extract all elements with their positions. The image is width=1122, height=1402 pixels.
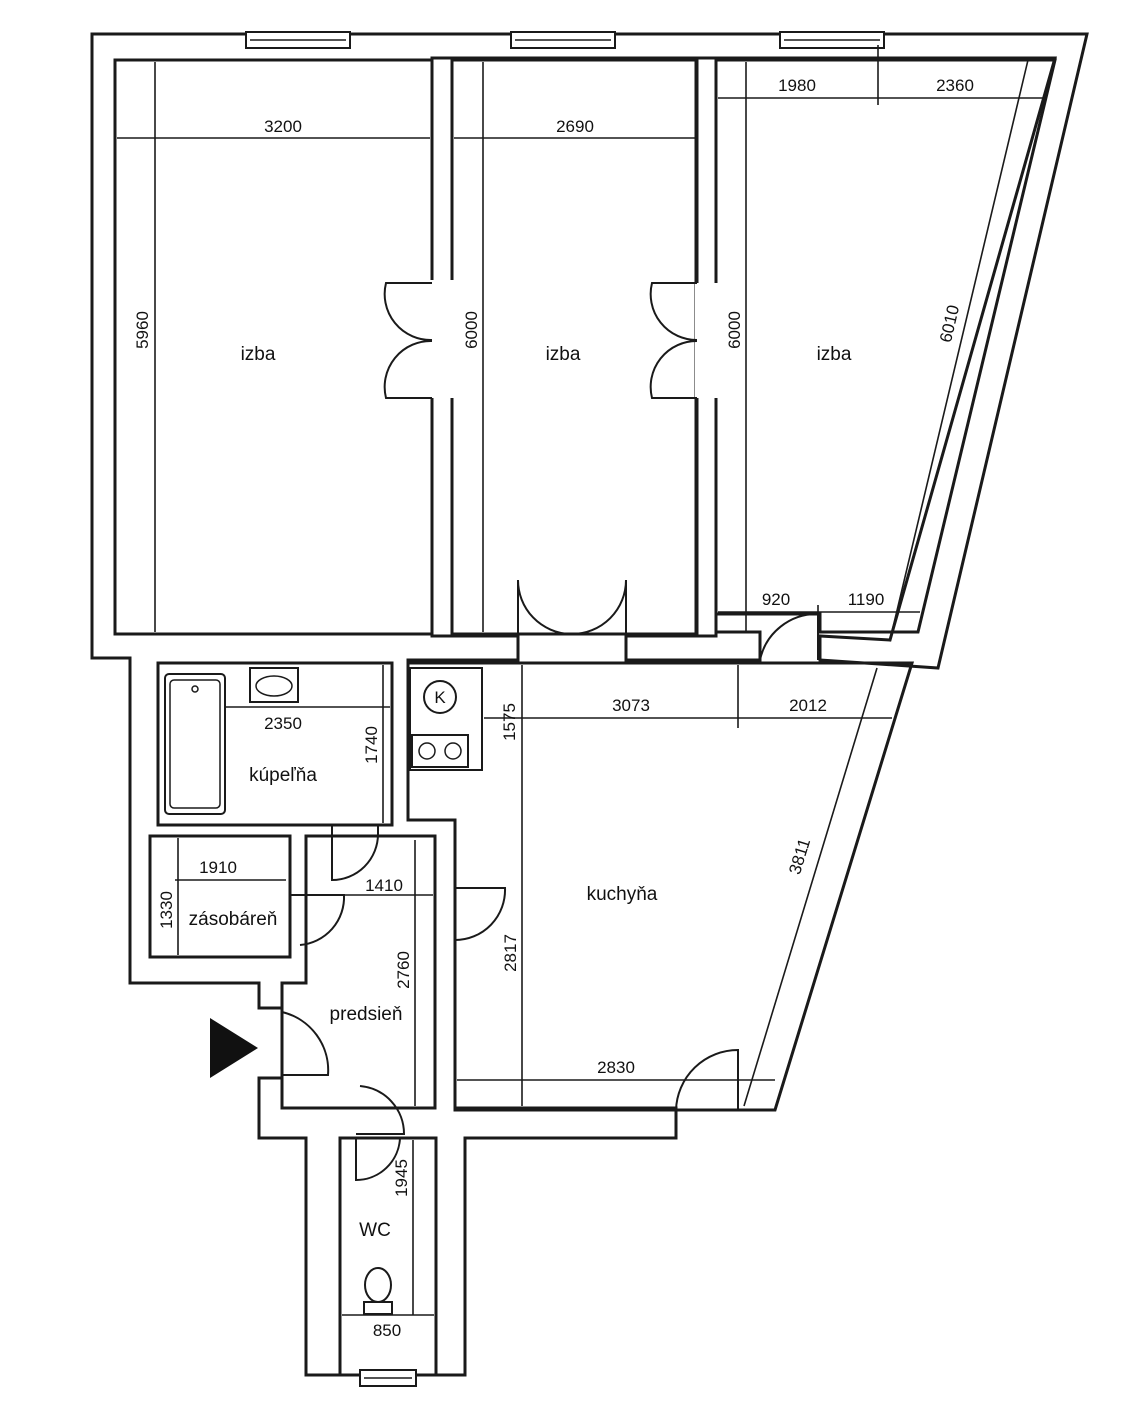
- dim-kuchyna-bottom: 2830: [597, 1058, 635, 1077]
- dim-izba3-height: 6000: [725, 311, 744, 349]
- dim-predsien-height: 2760: [394, 951, 413, 989]
- predsien-outline: [280, 834, 437, 1110]
- dimension-labels: 3200 5960 2690 6000 1980 2360 6000 6010 …: [133, 76, 974, 1340]
- door-kupelna: [331, 825, 379, 882]
- door-wc: [355, 1085, 406, 1182]
- room-label-zasobaren: zásobáreň: [189, 909, 278, 930]
- zasobaren-outline: [148, 834, 292, 959]
- windows: [245, 31, 885, 1387]
- dim-zasobaren-height: 1330: [157, 891, 176, 929]
- walls: [90, 32, 1089, 1377]
- kuchyna-outline: [406, 661, 915, 1112]
- dim-izba3-diagonal: 6010: [936, 303, 963, 344]
- bathtub-icon: [164, 673, 226, 815]
- door-predsien-kuchyna: [454, 887, 507, 941]
- dim-kupelna-width: 2350: [264, 714, 302, 733]
- dim-wc-width: 850: [373, 1321, 401, 1340]
- boiler-icon: [423, 680, 457, 714]
- room-label-izba2: izba: [546, 344, 581, 365]
- toilet-icon: [364, 1267, 392, 1303]
- doors: [281, 280, 819, 1182]
- dim-izba2-height: 6000: [462, 311, 481, 349]
- room-label-predsien: predsieň: [330, 1004, 403, 1025]
- outer-wall-top: [90, 32, 1089, 1377]
- dim-izba1-width: 3200: [264, 117, 302, 136]
- dim-kupelna-height: 1740: [362, 726, 381, 764]
- dim-kuchyna-top-left: 3073: [612, 696, 650, 715]
- door-zasobaren: [290, 894, 346, 946]
- dimension-lines: [117, 45, 1045, 1316]
- room-label-izba1: izba: [241, 344, 276, 365]
- dim-kuchyna-upper-height: 1575: [500, 703, 519, 741]
- room-label-wc: WC: [359, 1220, 391, 1241]
- room-label-kuchyna: kuchyňa: [587, 884, 658, 905]
- dim-zasobaren-width: 1910: [199, 858, 237, 877]
- door-kuchyna-bottom: [675, 1048, 739, 1111]
- door-izba3: [759, 612, 819, 661]
- room-labels: izba izba izba kúpeľňa kuchyňa zásobáreň…: [189, 344, 852, 1241]
- dim-izba3-top-right: 2360: [936, 76, 974, 95]
- dim-izba2-width: 2690: [556, 117, 594, 136]
- room-label-kupelna: kúpeľňa: [249, 765, 317, 786]
- door-izba2-izba3: [649, 282, 698, 399]
- dim-kuchyna-lower-height: 2817: [501, 934, 520, 972]
- dim-izba3-bottom-left: 920: [762, 590, 790, 609]
- dim-wc-height: 1945: [392, 1159, 411, 1197]
- sink-icon: [249, 667, 299, 703]
- door-izba1-izba2: [383, 282, 433, 399]
- dim-kuchyna-diagonal: 3811: [785, 836, 814, 877]
- dim-predsien-width: 1410: [365, 876, 403, 895]
- dim-izba3-top-left: 1980: [778, 76, 816, 95]
- door-entrance: [281, 1010, 330, 1076]
- fixtures: K: [164, 667, 483, 1315]
- dim-kuchyna-top-right: 2012: [789, 696, 827, 715]
- stove-icon: [411, 734, 469, 768]
- boiler-label: K: [434, 688, 446, 707]
- kupelna-outline: [156, 661, 394, 827]
- dim-izba1-height: 5960: [133, 311, 152, 349]
- dim-izba3-bottom-right: 1190: [848, 590, 885, 609]
- room-label-izba3: izba: [817, 344, 852, 365]
- door-izba2-kuchyna: [517, 579, 627, 635]
- entrance-arrow-icon: [210, 1018, 258, 1078]
